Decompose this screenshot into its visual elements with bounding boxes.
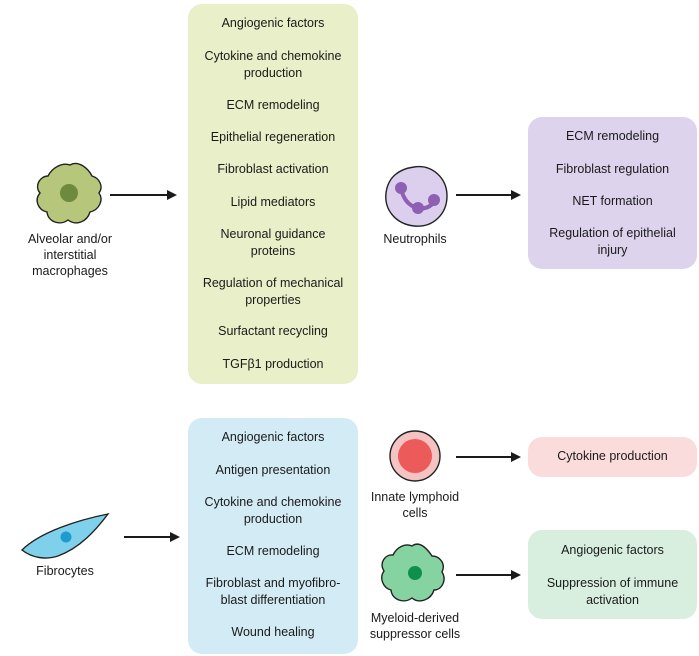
function-item: Fibroblast regulation [555,162,670,176]
neutrophil-label: Neutrophils [383,232,447,246]
function-item: Antigen presentation [215,463,331,477]
fibrocyte-functions-box: Angiogenic factors Antigen presentation … [188,418,358,654]
function-item: Angiogenic factors [561,543,664,557]
ilc-label: Innate lymphoid cells [370,490,460,520]
function-item: Cytokine production [557,449,668,463]
function-item: Surfactant recycling [218,324,328,338]
function-item: Wound healing [231,625,315,639]
function-item: ECM remodeling [226,544,320,558]
round-lymphoid-cell-icon [389,430,441,482]
mdsc-label: Myeloid-derived suppressor cells [369,611,461,641]
function-item: Angiogenic factors [221,16,325,30]
amoeboid-macrophage-icon [36,162,102,224]
function-item: Angiogenic factors [221,430,325,444]
ilc-functions-box: Cytokine production [528,437,697,477]
macrophage-functions-box: Angiogenic factors Cytokine and chemokin… [188,4,358,384]
function-item: Fibroblast activation [217,162,329,176]
function-item: Epithelial regeneration [210,130,336,144]
mdsc-functions-box: Angiogenic factors Suppression of immune… [528,530,697,619]
function-item: NET formation [572,194,653,208]
multilobed-neutrophil-icon [385,165,448,227]
function-item: Lipid mediators [230,195,316,209]
function-item: ECM remodeling [565,129,660,143]
macrophage-label: Alveolar and/or interstitial macrophages [27,232,113,278]
fibrocyte-label: Fibrocytes [36,564,94,578]
function-item: TGFβ1 production [222,357,324,371]
function-item: ECM remodeling [226,98,320,112]
neutrophil-functions-box: ECM remodeling Fibroblast regulation NET… [528,117,697,269]
function-item: Fibroblast and myofibro-blast differenti… [205,576,341,607]
spindle-fibrocyte-icon [20,512,110,559]
amoeboid-suppressor-cell-icon [381,543,445,602]
